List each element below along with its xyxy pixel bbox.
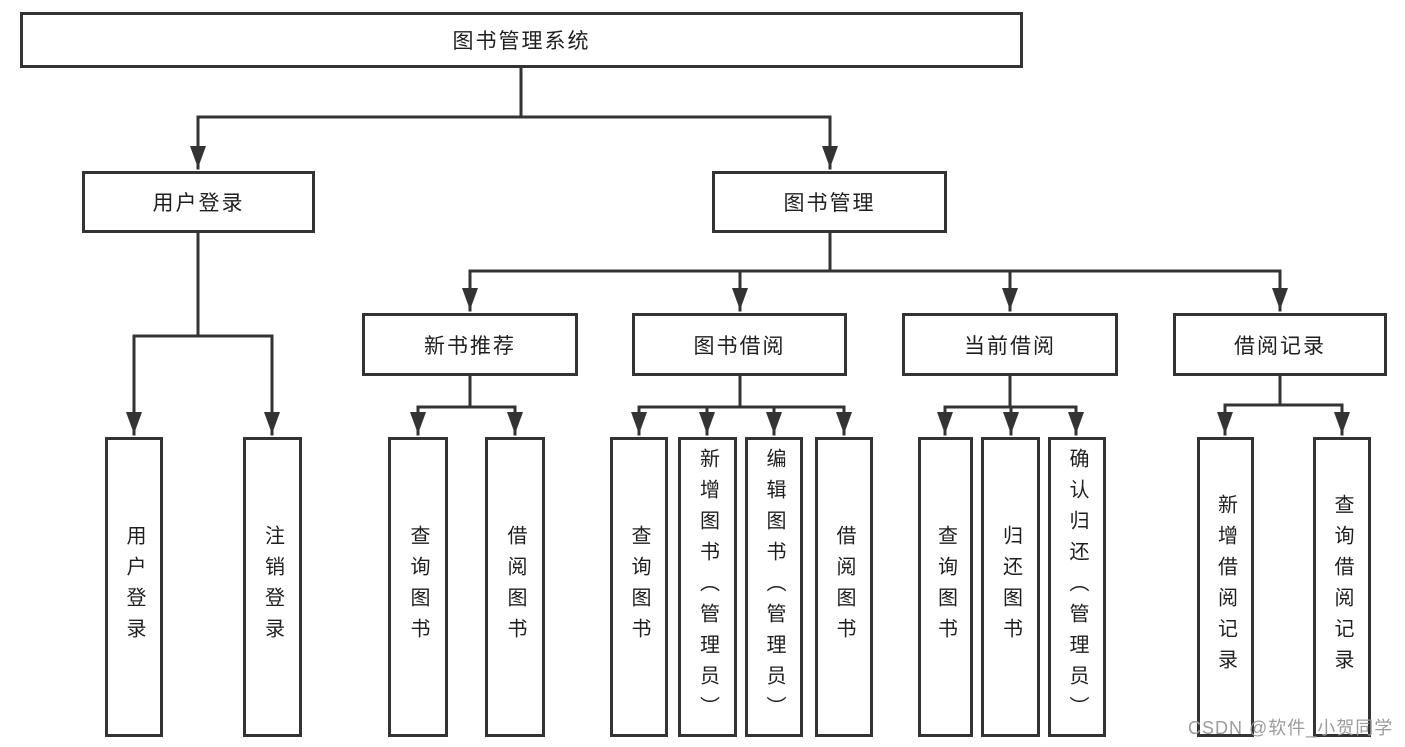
leaf-borrow-books-recommendation: 借阅图书 [485,437,545,737]
node-book-management: 图书管理 [712,171,947,233]
node-library-management-system: 图书管理系统 [20,12,1023,68]
node-label: 注销登录 [261,525,284,649]
node-book-borrowing: 图书借阅 [632,313,847,376]
node-user-login: 用户登录 [82,171,315,233]
node-label: 借阅图书 [833,525,855,649]
node-label: 用户登录 [123,525,145,649]
node-label: 新书推荐 [424,334,516,358]
leaf-query-books-current: 查询图书 [918,437,973,737]
node-label: 当前借阅 [964,334,1056,358]
leaf-query-books-borrowing: 查询图书 [610,437,668,737]
node-label: 查询图书 [628,525,650,649]
leaf-confirm-return-admin: 确认归还（管理员） [1048,437,1106,737]
node-new-book-recommendation: 新书推荐 [362,313,578,376]
node-label: 借阅记录 [1234,334,1326,358]
node-label: 图书管理系统 [452,30,591,53]
node-label: 归还图书 [999,525,1022,649]
node-label: 新增借阅记录 [1214,494,1237,680]
leaf-return-books: 归还图书 [981,437,1040,737]
node-label: 借阅图书 [504,525,526,649]
node-label: 图书借阅 [693,334,786,358]
node-label: 查询图书 [934,525,957,649]
node-label: 编辑图书（管理员） [763,447,785,727]
node-label: 新增图书（管理员） [696,447,719,727]
leaf-borrow-books: 借阅图书 [815,437,873,737]
node-label: 图书管理 [783,192,876,215]
csdn-watermark: CSDN @软件_小贺同学 [1188,718,1394,738]
leaf-query-borrow-record: 查询借阅记录 [1313,437,1371,737]
node-borrowing-records: 借阅记录 [1173,313,1387,376]
node-current-borrowing: 当前借阅 [902,313,1118,376]
leaf-query-books-recommendation: 查询图书 [388,437,448,737]
leaf-user-login: 用户登录 [105,437,163,737]
node-label: 查询图书 [407,525,429,649]
node-label: 用户登录 [152,192,245,215]
node-label: 确认归还（管理员） [1066,447,1088,727]
leaf-add-books-admin: 新增图书（管理员） [678,437,737,737]
leaf-add-borrow-record: 新增借阅记录 [1197,437,1254,737]
node-label: 查询借阅记录 [1331,494,1353,680]
leaf-logout: 注销登录 [243,437,302,737]
leaf-edit-books-admin: 编辑图书（管理员） [745,437,803,737]
